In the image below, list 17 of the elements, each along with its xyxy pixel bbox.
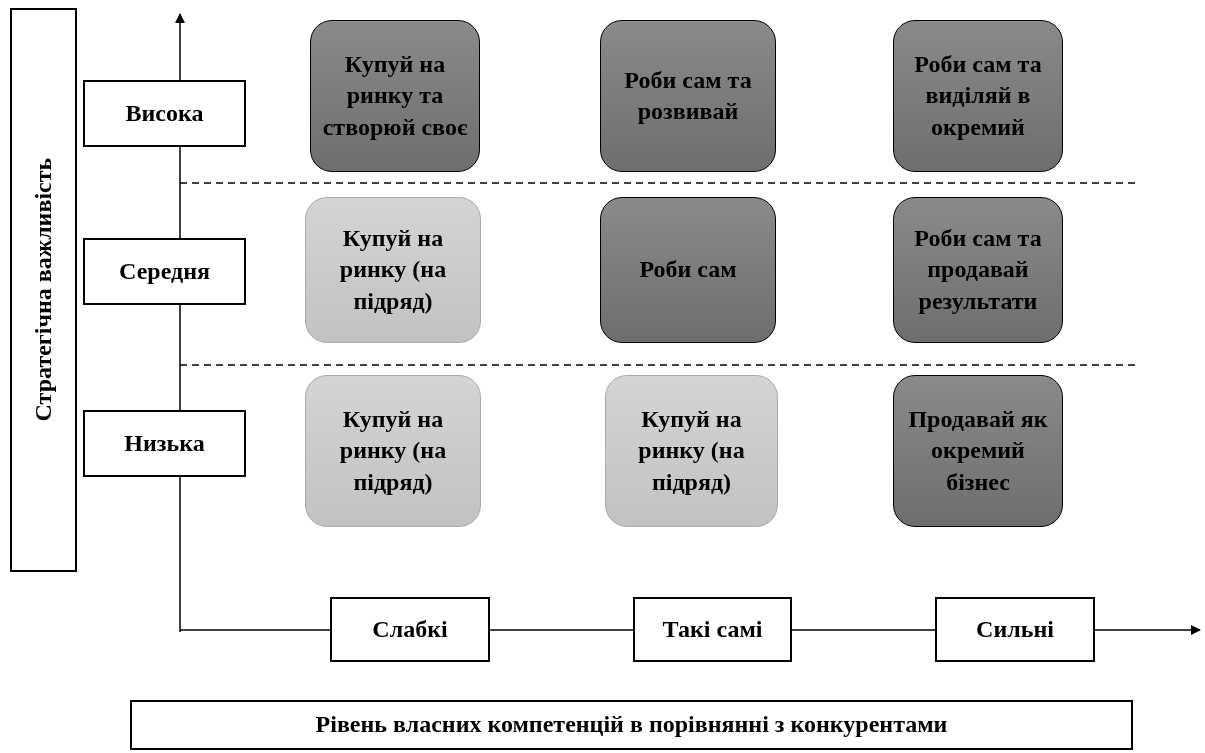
strategy-card: Купуй на ринку (на підряд) bbox=[305, 197, 481, 343]
strategy-card: Роби сам bbox=[600, 197, 776, 343]
strategy-card: Роби сам та виділяй в окремий bbox=[893, 20, 1063, 172]
strategy-card: Купуй на ринку (на підряд) bbox=[305, 375, 481, 527]
level-label-box: Сильні bbox=[935, 597, 1095, 662]
axis-title-box: Стратегічна важливість bbox=[10, 8, 77, 572]
level-label-box: Висока bbox=[83, 80, 246, 147]
level-label-box: Слабкі bbox=[330, 597, 490, 662]
level-label-box: Низька bbox=[83, 410, 246, 477]
strategy-card: Купуй на ринку (на підряд) bbox=[605, 375, 778, 527]
level-label-box: Середня bbox=[83, 238, 246, 305]
strategy-card: Купуй на ринку та створюй своє bbox=[310, 20, 480, 172]
strategy-card: Роби сам та розвивай bbox=[600, 20, 776, 172]
level-label-box: Такі самі bbox=[633, 597, 792, 662]
strategy-card: Продавай як окремий бізнес bbox=[893, 375, 1063, 527]
axis-title-box: Рівень власних компетенцій в порівнянні з конкурентами bbox=[130, 700, 1133, 750]
strategy-card: Роби сам та продавай результати bbox=[893, 197, 1063, 343]
